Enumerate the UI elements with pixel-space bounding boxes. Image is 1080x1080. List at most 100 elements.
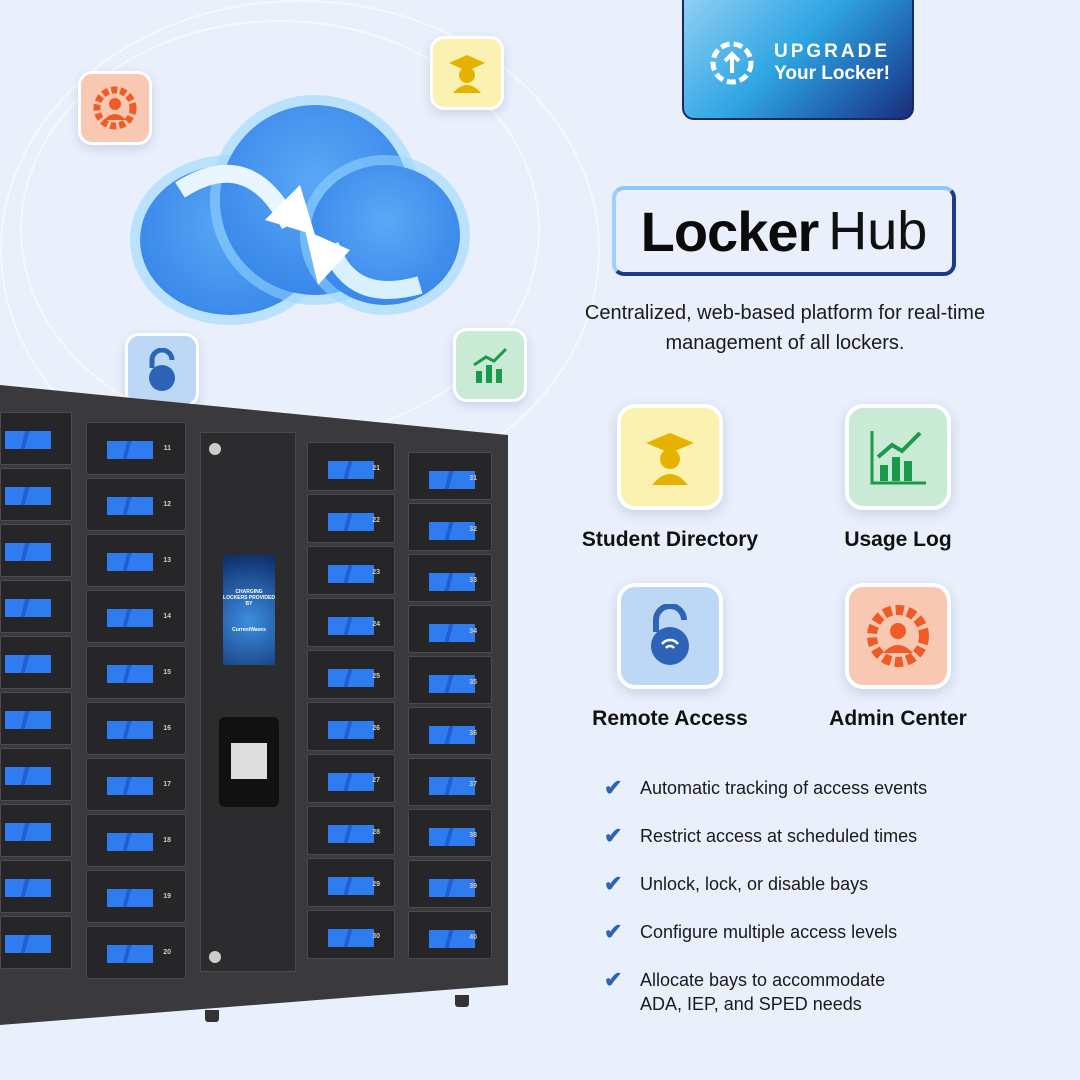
locker-bay: 19 (86, 870, 186, 923)
locker-bay: 31 (408, 452, 492, 500)
locker-bay: 27 (307, 754, 395, 803)
locker-bay: 40 (408, 911, 492, 959)
locker-bay (0, 468, 72, 521)
bay-screen (107, 665, 153, 683)
bay-number: 39 (469, 883, 477, 890)
locker-bay: 32 (408, 503, 492, 551)
bay-number: 24 (372, 621, 380, 628)
feature-label: Usage Log (844, 528, 952, 551)
locker-display-screen: CHARGING LOCKERS PROVIDED BY CurrentWave… (223, 555, 275, 665)
growth-chart-icon (453, 328, 527, 402)
bay-number: 21 (372, 465, 380, 472)
bay-number: 22 (372, 517, 380, 524)
checklist-item: ✔Restrict access at scheduled times (604, 824, 1024, 848)
locker-bay: 30 (307, 910, 395, 959)
bay-number: 27 (372, 777, 380, 784)
cabinet-foot (205, 1010, 219, 1022)
checklist-text: Automatic tracking of access events (640, 778, 928, 798)
locker-bay: 11 (86, 422, 186, 475)
locker-bay: 14 (86, 590, 186, 643)
checkmark-icon: ✔ (604, 871, 623, 896)
locker-bay: 21 (307, 442, 395, 491)
checklist-item: ✔Configure multiple access levels (604, 920, 1024, 944)
bay-screen (328, 721, 374, 739)
bay-screen (328, 877, 374, 895)
bay-screen (5, 767, 51, 785)
checklist-item: ✔ Allocate bays to accommodate ADA, IEP, … (604, 968, 1024, 1016)
feature-label: Remote Access (592, 707, 748, 730)
locker-bay: 12 (86, 478, 186, 531)
bolt (209, 951, 221, 963)
bay-number: 15 (163, 669, 171, 676)
checklist-text: Allocate bays to accommodate ADA, IEP, a… (640, 970, 886, 1014)
bay-screen (429, 624, 475, 642)
locker-bay (0, 916, 72, 969)
growth-chart-icon (845, 404, 951, 510)
feature-usage-log: Usage Log (788, 404, 1008, 552)
bay-screen (5, 879, 51, 897)
bay-screen (429, 879, 475, 897)
locker-bay: 15 (86, 646, 186, 699)
bay-number: 28 (372, 829, 380, 836)
bay-screen (429, 930, 475, 948)
bay-screen (107, 441, 153, 459)
bay-number: 36 (469, 730, 477, 737)
checklist-text: Unlock, lock, or disable bays (640, 874, 869, 894)
locker-bay: 22 (307, 494, 395, 543)
checkmark-icon: ✔ (604, 967, 623, 992)
locker-bay (0, 748, 72, 801)
feature-label: Student Directory (581, 528, 759, 551)
control-panel: CHARGING LOCKERS PROVIDED BY CurrentWave… (200, 432, 296, 972)
bay-screen (5, 487, 51, 505)
checklist-item: ✔Automatic tracking of access events (604, 776, 1024, 800)
checkmark-icon: ✔ (604, 919, 623, 944)
bay-screen (5, 655, 51, 673)
bay-screen (107, 609, 153, 627)
bay-screen (429, 522, 475, 540)
upgrade-title: UPGRADE (774, 41, 891, 62)
gear-upload-icon (710, 41, 754, 85)
bay-number: 13 (163, 557, 171, 564)
bay-screen (5, 711, 51, 729)
bay-number: 20 (163, 949, 171, 956)
locker-bay (0, 580, 72, 633)
bay-screen (5, 823, 51, 841)
locker-bay: 24 (307, 598, 395, 647)
card-reader[interactable] (219, 717, 279, 807)
locker-bay: 25 (307, 650, 395, 699)
bay-screen (107, 721, 153, 739)
screen-logo: CurrentWaves (232, 627, 266, 633)
upgrade-subtitle: Your Locker! (774, 63, 890, 84)
bay-screen (5, 543, 51, 561)
bay-screen (429, 675, 475, 693)
locker-bay: 20 (86, 926, 186, 979)
bay-screen (328, 669, 374, 687)
bay-screen (429, 573, 475, 591)
bay-screen (5, 599, 51, 617)
locker-bay: 23 (307, 546, 395, 595)
feature-checklist: ✔Automatic tracking of access events ✔Re… (604, 776, 1024, 1040)
graduate-icon (617, 404, 723, 510)
locker-bay: 17 (86, 758, 186, 811)
bay-number: 23 (372, 569, 380, 576)
tagline: Centralized, web-based platform for real… (584, 302, 986, 354)
wifi-lock-icon (617, 583, 723, 689)
bay-screen (429, 471, 475, 489)
locker-bay (0, 692, 72, 745)
bay-number: 18 (163, 837, 171, 844)
sync-arrows-icon (175, 164, 423, 299)
bay-number: 25 (372, 673, 380, 680)
bay-screen (429, 828, 475, 846)
bay-screen (429, 777, 475, 795)
bay-screen (328, 773, 374, 791)
bay-screen (429, 726, 475, 744)
bay-number: 19 (163, 893, 171, 900)
feature-student-directory: Student Directory (560, 404, 780, 552)
locker-bay: 37 (408, 758, 492, 806)
upgrade-button[interactable]: UPGRADE Your Locker! (682, 0, 914, 120)
bay-screen (328, 513, 374, 531)
screen-text: CHARGING LOCKERS PROVIDED BY (223, 589, 275, 607)
bay-screen (107, 553, 153, 571)
bay-number: 17 (163, 781, 171, 788)
